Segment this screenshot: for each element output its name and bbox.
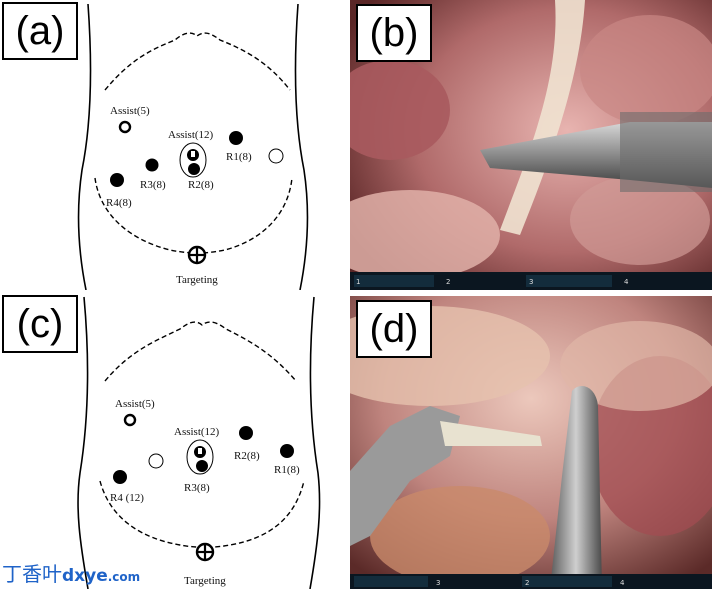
empty-port-c	[148, 453, 164, 469]
r4-port-c	[113, 470, 127, 484]
hud-d-4: 4	[620, 579, 625, 587]
assist5-label-c: Assist(5)	[115, 398, 155, 410]
panel-d-photo: 3 2 4 (d)	[350, 296, 712, 589]
hud-d-2: 2	[525, 579, 529, 587]
body-outline-left-c	[77, 296, 89, 589]
panel-a-label: (a)	[2, 2, 78, 60]
hud-b-3: 3	[529, 278, 533, 286]
assist5-port-c	[123, 413, 137, 427]
r3-label-a: R3(8)	[140, 179, 166, 191]
body-outline-right	[294, 3, 309, 290]
r4-label-c: R4 (12)	[110, 492, 144, 504]
panel-b-photo: 1 2 3 4 (b)	[350, 0, 712, 290]
ribcage-line-c	[104, 321, 297, 382]
assist5-label: Assist(5)	[110, 105, 150, 117]
panel-c-diagram: (c) Assist(5) Assist(12) R2(8) R1(8) R3(…	[0, 293, 345, 589]
watermark-tld: .com	[107, 570, 141, 584]
r2-port-a	[188, 163, 200, 175]
panel-d-label: (d)	[356, 300, 432, 358]
r2-label-c: R2(8)	[234, 450, 260, 462]
panel-a-diagram: (a) Assist(5) Assist(12) R1(8) R3(8) R2(…	[0, 0, 345, 290]
ribcage-line	[104, 32, 291, 91]
panel-c-label: (c)	[2, 295, 78, 353]
body-outline-left	[77, 3, 92, 290]
watermark-site: dxye	[62, 566, 108, 586]
r2-label-a: R2(8)	[188, 179, 214, 191]
r4-label-a: R4(8)	[106, 197, 132, 209]
targeting-label-c: Targeting	[184, 575, 226, 587]
pelvic-line-c	[99, 480, 305, 548]
hud-d-3: 3	[436, 579, 440, 587]
assist5-port	[118, 120, 132, 134]
r3-label-c: R3(8)	[184, 482, 210, 494]
surgical-photo-d: 3 2 4	[350, 296, 712, 589]
r4-port-a	[110, 173, 124, 187]
instrument-left-d	[350, 406, 460, 546]
targeting-label-a: Targeting	[176, 274, 218, 286]
r3-port-c	[196, 460, 208, 472]
abdomen-diagram-c: Assist(5) Assist(12) R2(8) R1(8) R3(8) R…	[77, 296, 321, 589]
hud-b-1: 1	[356, 278, 360, 286]
r1-label-a: R1(8)	[226, 151, 252, 163]
empty-port-a	[268, 148, 284, 164]
r1-port-c	[280, 444, 294, 458]
r1-port-a	[229, 131, 243, 145]
assist12-label: Assist(12)	[168, 129, 214, 141]
watermark-cn: 丁香叶	[2, 562, 62, 586]
assist12-label-c: Assist(12)	[174, 426, 220, 438]
r1-label-c: R1(8)	[274, 464, 300, 476]
abdomen-diagram-a: Assist(5) Assist(12) R1(8) R3(8) R2(8) R…	[77, 3, 309, 290]
body-outline-right-c	[309, 296, 321, 589]
hud-b-2: 2	[446, 278, 450, 286]
watermark: 丁香叶dxye.com	[2, 558, 140, 587]
instrument-right-d	[550, 386, 602, 589]
r3-port-a	[145, 158, 159, 172]
r2-port-c	[239, 426, 253, 440]
hud-b-4: 4	[624, 278, 629, 286]
panel-b-label: (b)	[356, 4, 432, 62]
